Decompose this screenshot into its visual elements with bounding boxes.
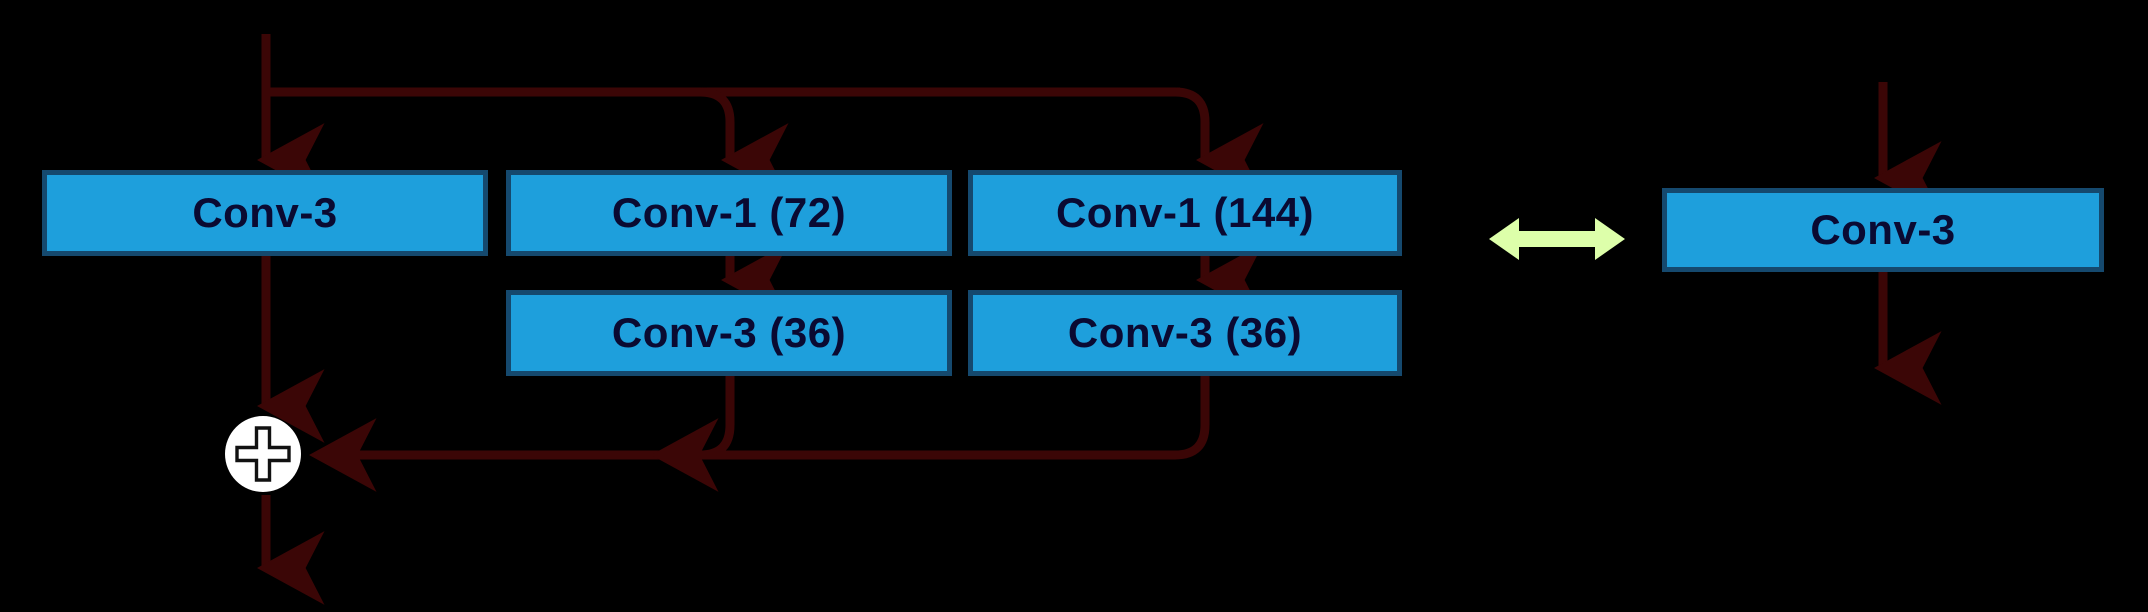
node-conv3-right[interactable]: Conv-3: [1662, 188, 2104, 272]
plus-icon: [235, 426, 291, 482]
add-node[interactable]: [224, 415, 302, 493]
edge-conv3-36-b-to-add: [651, 376, 1210, 492]
node-conv1-72-label: Conv-1 (72): [611, 189, 847, 236]
node-conv3-36-b[interactable]: Conv-3 (36): [968, 290, 1402, 376]
equivalence-double-arrow-icon: [1489, 218, 1625, 260]
node-conv3-left-label: Conv-3: [192, 189, 338, 236]
node-conv1-144-label: Conv-1 (144): [1055, 189, 1315, 236]
node-conv1-72[interactable]: Conv-1 (72): [506, 170, 952, 256]
node-conv1-144[interactable]: Conv-1 (144): [968, 170, 1402, 256]
edge-input-to-conv1-144: [1174, 87, 1264, 197]
edge-conv3-36-a-to-add: [309, 376, 735, 492]
double-headed-arrow-shape: [1489, 218, 1625, 260]
edge-input-to-conv1-72: [699, 87, 789, 197]
node-conv3-right-label: Conv-3: [1810, 206, 1956, 253]
node-conv3-36-a[interactable]: Conv-3 (36): [506, 290, 952, 376]
node-conv3-36-b-label: Conv-3 (36): [1067, 309, 1303, 356]
node-conv3-36-a-label: Conv-3 (36): [611, 309, 847, 356]
node-conv3-left[interactable]: Conv-3: [42, 170, 488, 256]
